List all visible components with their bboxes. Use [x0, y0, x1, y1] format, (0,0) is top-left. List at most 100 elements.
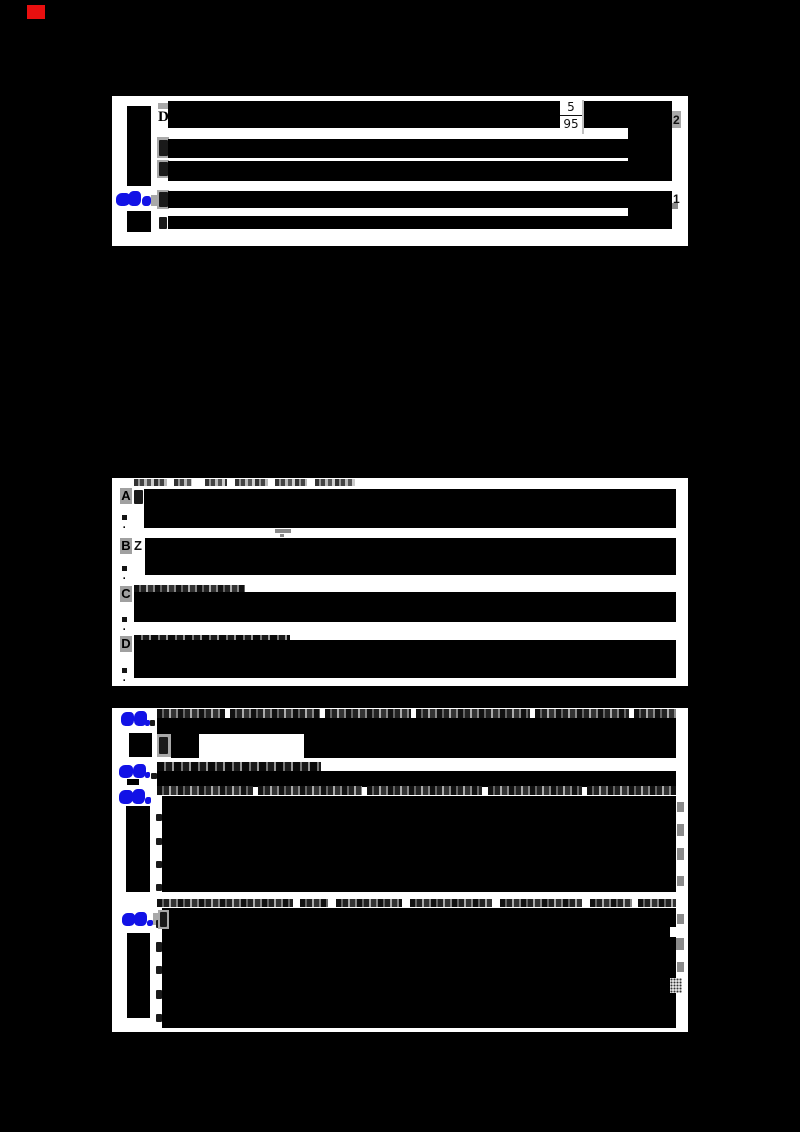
char-fragment	[156, 966, 162, 974]
dotted-char-fragment	[670, 978, 682, 993]
text-fragment-strip	[634, 709, 676, 718]
text-fragment-strip	[587, 786, 676, 795]
text-fragment-strip	[638, 899, 676, 907]
page-fragment-options: A . B Z . C . D .	[112, 478, 688, 686]
redaction-left-cell	[127, 933, 150, 1018]
redaction-left-cell	[127, 211, 151, 232]
char-fragment	[150, 720, 155, 726]
redaction-join	[628, 101, 672, 181]
char-fragment	[151, 773, 157, 779]
score-fraction: 5 95	[560, 100, 584, 134]
text-fragment-strip	[590, 899, 632, 907]
redaction-block	[162, 908, 676, 1028]
text-fragment-strip	[235, 479, 268, 486]
char-fragment	[677, 876, 684, 886]
char-fragment	[159, 162, 168, 176]
text-fragment-strip	[280, 534, 284, 537]
redaction-bar	[157, 771, 676, 787]
right-char: 1	[673, 192, 680, 206]
char-fragment	[156, 884, 162, 891]
highlight-fragment	[151, 195, 159, 206]
highlight-right-char	[671, 111, 681, 128]
text-fragment-strip	[300, 899, 328, 907]
text-fragment-strip	[134, 585, 245, 596]
redaction-bar	[145, 538, 676, 575]
option-label-d: D	[120, 636, 132, 652]
char-fragment	[677, 824, 684, 836]
redaction-bar	[168, 191, 672, 208]
option-label-a: A	[120, 488, 132, 504]
char-fragment	[159, 192, 168, 207]
redaction-left-cell	[127, 779, 139, 785]
highlight-fragment	[158, 103, 169, 109]
text-fragment-strip	[258, 786, 362, 795]
text-fragment-strip	[157, 786, 253, 795]
redaction-left-cell	[126, 806, 150, 892]
char-fragment	[677, 962, 684, 972]
char-fragment	[676, 938, 684, 950]
redaction-notch	[670, 927, 676, 937]
blue-annotation	[119, 788, 151, 806]
text-fragment-strip	[416, 709, 530, 718]
char-fragment	[677, 848, 684, 860]
text-fragment-strip	[157, 762, 321, 772]
blue-annotation	[116, 191, 154, 208]
char-fragment	[156, 1014, 162, 1022]
option-label-b: B	[120, 538, 132, 554]
char-fragment	[156, 861, 162, 868]
text-fragment-strip	[134, 479, 167, 486]
blue-annotation	[121, 711, 150, 727]
text-fragment-strip	[275, 529, 291, 533]
lead-char: Z	[134, 538, 142, 553]
redaction-bar	[168, 139, 672, 158]
option-bullet-c: .	[122, 617, 127, 634]
redaction-bar	[157, 718, 676, 734]
text-fragment-strip	[157, 899, 293, 907]
highlight-fragment	[153, 913, 160, 925]
char-fragment	[159, 737, 168, 754]
page-fragment-score: D 5 95 2 1	[112, 96, 688, 246]
char-fragment	[159, 140, 168, 156]
lead-char: D	[158, 109, 169, 125]
arrow-right-icon	[585, 110, 591, 118]
redaction-bar	[171, 734, 199, 758]
score-denominator: 95	[563, 117, 579, 131]
char-fragment	[156, 990, 162, 999]
text-fragment-strip	[367, 786, 482, 795]
text-fragment-strip	[535, 709, 629, 718]
page-fragment-analysis	[112, 708, 688, 1032]
right-char: 2	[673, 113, 680, 127]
redaction-bar	[168, 216, 672, 229]
char-fragment	[677, 802, 684, 812]
redaction-left-cell	[127, 106, 151, 186]
char-fragment	[156, 942, 162, 952]
text-fragment-strip	[205, 479, 227, 486]
text-fragment-strip	[230, 709, 320, 718]
text-fragment-strip	[325, 709, 411, 718]
option-bullet-a: .	[122, 515, 127, 532]
char-fragment	[160, 912, 167, 927]
redaction-bar	[304, 734, 676, 758]
red-marker	[27, 5, 45, 19]
text-fragment-strip	[157, 709, 225, 718]
text-fragment-strip	[336, 899, 402, 907]
option-label-c: C	[120, 586, 132, 602]
score-numerator: 5	[560, 100, 582, 116]
option-bullet-d: .	[122, 668, 127, 685]
text-fragment-strip	[315, 479, 355, 486]
redaction-bar	[134, 640, 676, 678]
char-fragment	[156, 814, 162, 821]
redaction-join	[628, 191, 672, 229]
text-fragment-strip	[275, 479, 307, 486]
option-bullet-b: .	[122, 566, 127, 583]
text-fragment-strip	[488, 786, 582, 795]
redaction-left-cell	[129, 733, 152, 757]
char-fragment	[677, 914, 684, 924]
redaction-bar	[134, 592, 676, 622]
text-fragment-strip	[174, 479, 192, 486]
highlight-fragment	[671, 203, 678, 209]
redaction-bar	[168, 161, 672, 181]
blue-annotation	[122, 912, 153, 927]
redaction-bar	[168, 101, 672, 128]
redaction-bar	[144, 489, 676, 528]
